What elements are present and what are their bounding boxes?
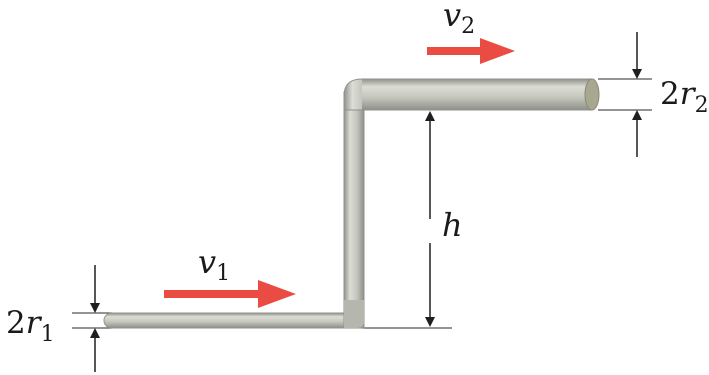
pipe-end-cap (584, 78, 600, 111)
upper-pipe (362, 79, 592, 110)
velocity-arrows (164, 38, 515, 308)
extension-lines (72, 78, 652, 329)
lower-elbow (344, 300, 364, 328)
r1-label: 2r1 (6, 305, 55, 347)
lower-pipe (103, 312, 359, 329)
dimension-arrows (90, 32, 642, 372)
v1-arrow (164, 280, 296, 308)
pipe (103, 78, 600, 329)
r2-label: 2r2 (660, 76, 709, 118)
v2-label: v2 (443, 0, 475, 39)
v1-label: v1 (198, 243, 230, 286)
v2-arrow (427, 38, 515, 64)
h-label: h (442, 206, 463, 244)
vertical-pipe (343, 91, 365, 329)
